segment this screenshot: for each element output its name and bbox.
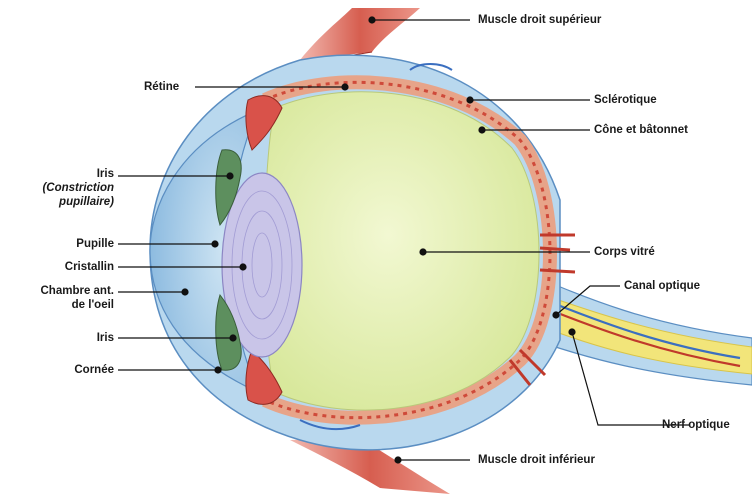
label-cornee: Cornée — [18, 363, 114, 377]
label-retine: Rétine — [144, 80, 179, 94]
label-iris-bottom: Iris — [18, 331, 114, 345]
label-corps-vitre: Corps vitré — [594, 245, 655, 259]
label-cone-batonnet: Cône et bâtonnet — [594, 123, 688, 137]
label-chambre-anterieure: Chambre ant. de l'oeil — [0, 284, 114, 312]
label-iris-constriction: Iris (Constriction pupillaire) — [18, 167, 114, 209]
label-nerf-optique: Nerf optique — [662, 418, 730, 432]
label-canal-optique: Canal optique — [624, 279, 700, 293]
label-pupille: Pupille — [18, 237, 114, 251]
label-muscle-superior: Muscle droit supérieur — [478, 13, 601, 27]
label-iris-top-line2: (Constriction — [18, 181, 114, 195]
label-chambre-line2: de l'oeil — [0, 298, 114, 312]
label-chambre-line1: Chambre ant. — [0, 284, 114, 298]
label-iris-top-line3: pupillaire) — [18, 195, 114, 209]
label-muscle-inferior: Muscle droit inférieur — [478, 453, 595, 467]
label-sclerotique: Sclérotique — [594, 93, 657, 107]
label-iris-top-line1: Iris — [18, 167, 114, 181]
vitreous-body — [264, 92, 539, 410]
muscle-superior — [300, 8, 420, 62]
label-cristallin: Cristallin — [18, 260, 114, 274]
